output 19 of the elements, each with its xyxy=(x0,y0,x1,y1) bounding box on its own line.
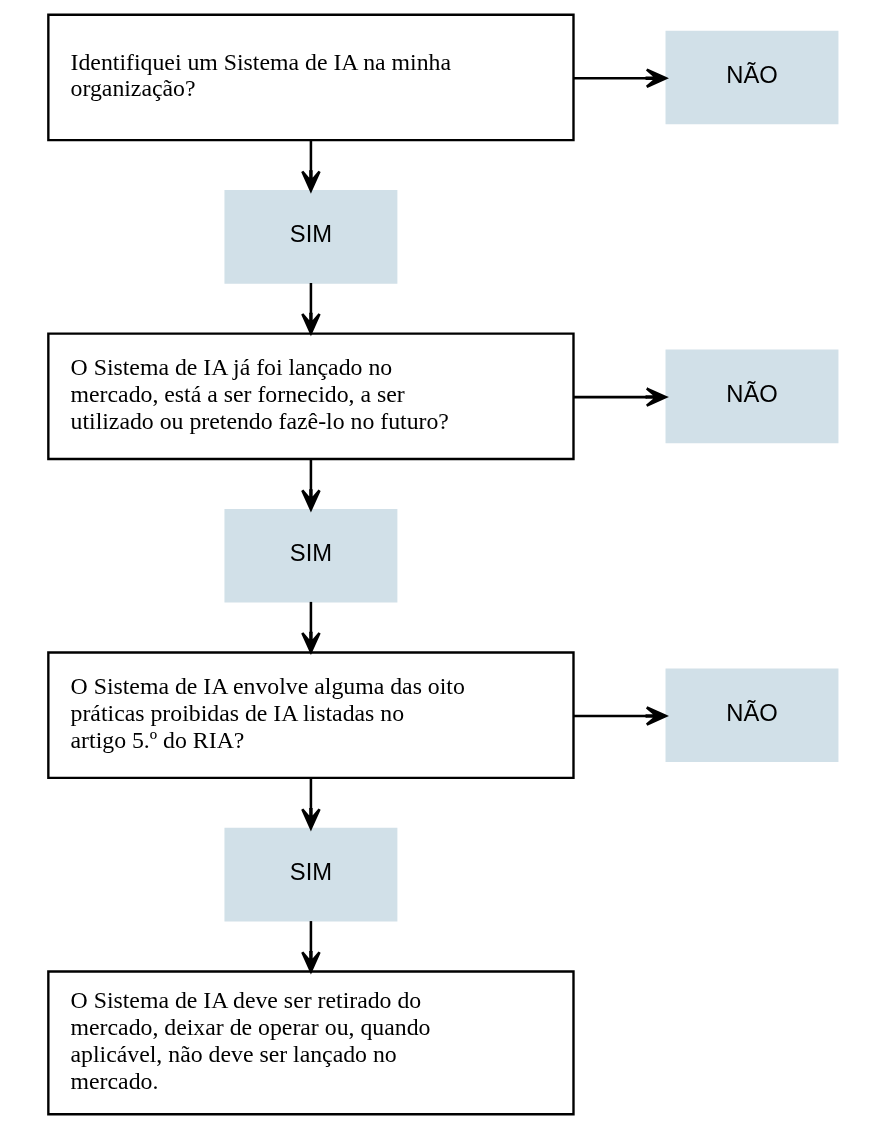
arrow xyxy=(301,921,321,973)
node-box: NÃO xyxy=(665,30,839,125)
node-box: NÃO xyxy=(665,668,839,763)
node-box: O Sistema de IA envolve alguma das oito práticas proibidas de IA listadas no artigo 5.º do RIA? xyxy=(47,651,575,780)
arrow xyxy=(573,387,668,407)
arrow xyxy=(301,283,321,335)
node-box: NÃO xyxy=(665,349,839,444)
node-box: SIM xyxy=(224,190,398,284)
arrow xyxy=(301,140,321,192)
node-box: SIM xyxy=(224,827,398,922)
node-box: SIM xyxy=(224,508,398,603)
arrow xyxy=(573,706,668,726)
arrow xyxy=(301,601,321,654)
node-box: O Sistema de IA deve ser retirado do mercado, deixar de operar ou, quando aplicável, não deve ser lançado no mercado. xyxy=(47,970,575,1116)
arrow xyxy=(301,459,321,511)
arrow xyxy=(573,68,668,89)
arrow xyxy=(301,778,321,830)
node-box: O Sistema de IA já foi lançado no mercado, está a ser fornecido, a ser utilizado ou pretendo fazê-lo no futuro? xyxy=(47,332,575,461)
node-box: Identifiquei um Sistema de IA na minha organização? xyxy=(47,13,575,142)
